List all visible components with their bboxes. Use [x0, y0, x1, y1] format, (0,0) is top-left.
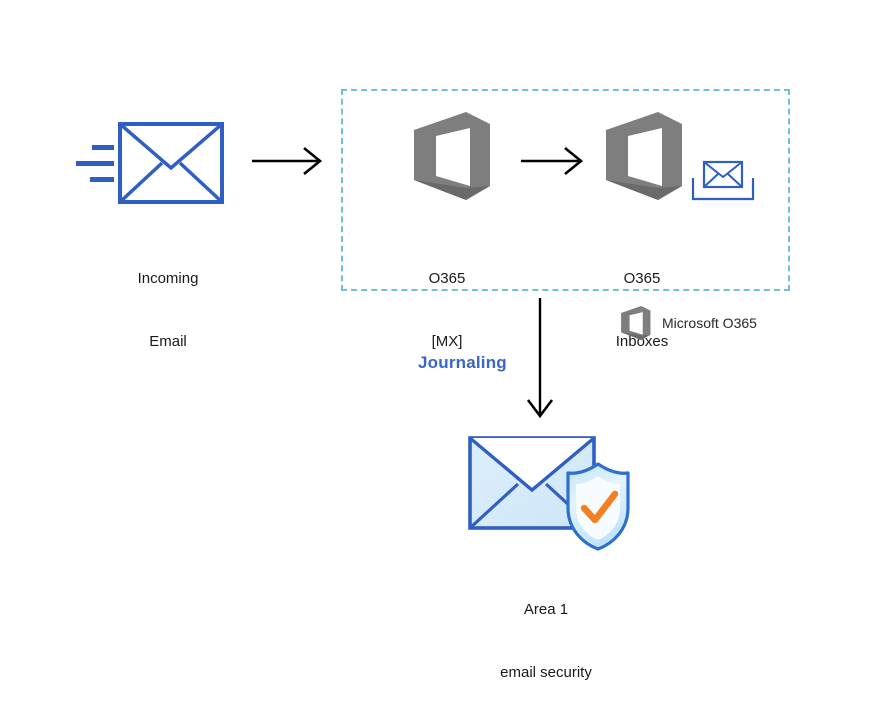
inbox-tray-envelope-icon — [691, 160, 755, 202]
office365-icon-inboxes — [598, 110, 686, 202]
o365-mx-caption: O365 [MX] — [362, 226, 532, 394]
o365-mx-label-line2: [MX] — [431, 333, 463, 350]
journaling-edge-label: Journaling — [418, 353, 507, 372]
area1-caption: Area 1 email security — [461, 557, 631, 725]
legend-microsoft-o365-label: Microsoft O365 — [662, 315, 757, 331]
o365-mx-label-line1: O365 — [428, 270, 466, 287]
speed-lines-icon — [76, 142, 118, 188]
legend-microsoft-o365: Microsoft O365 — [618, 303, 757, 343]
arrow-right-icon-incoming-to-mx — [252, 145, 324, 177]
o365-inboxes-caption: O365 Inboxes — [557, 226, 727, 394]
envelope-shield-check-icon — [466, 432, 636, 551]
office365-icon-mx — [406, 110, 494, 202]
o365-boundary-group — [341, 89, 790, 291]
arrow-down-icon-journaling — [521, 298, 561, 420]
diagram-canvas: Incoming Email O365 [MX] — [76, 89, 790, 681]
incoming-email-caption: Incoming Email — [88, 226, 248, 394]
o365-inboxes-label-line2: Inboxes — [615, 333, 669, 350]
incoming-email-label-line2: Email — [149, 333, 187, 350]
o365-inboxes-label-line1: O365 — [623, 270, 661, 287]
incoming-email-label-line1: Incoming — [137, 270, 199, 287]
area1-label-line2: email security — [500, 664, 592, 681]
area1-label-line1: Area 1 — [523, 601, 569, 618]
office365-icon-legend — [618, 303, 652, 343]
envelope-icon — [118, 122, 224, 204]
arrow-right-icon-mx-to-inboxes — [521, 145, 585, 177]
